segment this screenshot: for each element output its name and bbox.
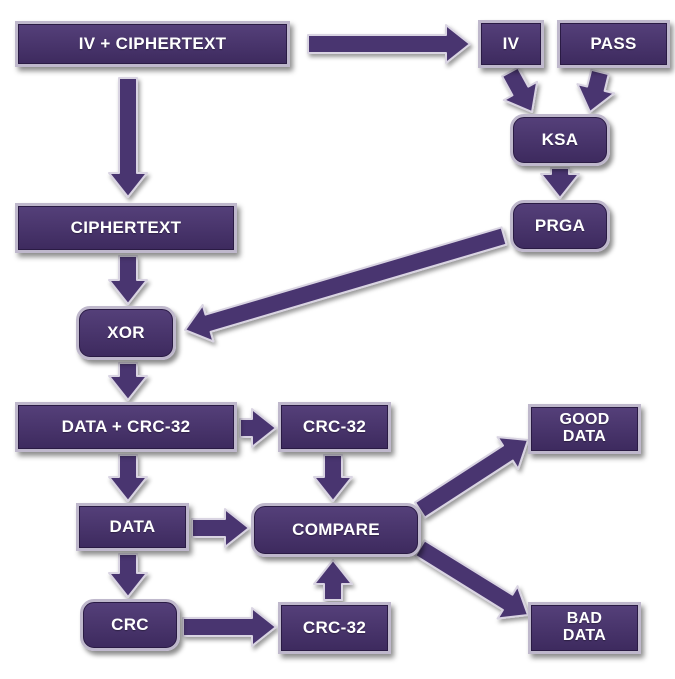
data-box: DATA	[76, 503, 189, 551]
arrow-data-to-crc	[108, 553, 148, 598]
compare-box: COMPARE	[251, 503, 421, 557]
arrow-datacrc-to-data	[108, 454, 148, 502]
pass-box: PASS	[557, 20, 670, 68]
arrow-crc-to-crc32	[182, 607, 277, 647]
arrow-prga-to-xor	[184, 226, 508, 343]
arrow-xor-to-datacrc	[108, 362, 148, 401]
arrow-compare-to-good	[414, 436, 529, 519]
iv-plus-ciphertext-box: IV + CIPHERTEXT	[15, 21, 290, 67]
arrow-crc32-to-compare	[313, 454, 353, 502]
data-plus-crc32-box: DATA + CRC-32	[15, 402, 237, 452]
arrow-ksa-to-prga	[540, 167, 580, 199]
crc32-top-box: CRC-32	[278, 402, 391, 452]
iv-box: IV	[478, 20, 544, 68]
bad-data-box: BAD DATA	[528, 602, 641, 654]
arrow-pass-to-ksa	[576, 68, 616, 113]
arrow-ciphertext-to-xor	[108, 255, 148, 305]
xor-box: XOR	[76, 306, 176, 360]
arrow-compare-to-bad	[414, 539, 529, 620]
ksa-box: KSA	[510, 114, 610, 166]
arrow-ivct-to-iv	[307, 24, 471, 64]
arrow-iv-to-ksa	[501, 66, 539, 113]
arrow-crc32-to-compare-up	[313, 559, 353, 601]
arrow-datacrc-to-crc32	[239, 408, 277, 448]
prga-box: PRGA	[510, 200, 610, 252]
arrow-ivct-to-ciphertext	[108, 77, 148, 198]
good-data-box: GOOD DATA	[528, 404, 641, 454]
arrow-data-to-compare	[191, 508, 250, 548]
ciphertext-box: CIPHERTEXT	[15, 203, 237, 253]
crc-box: CRC	[80, 599, 180, 651]
crc32-bottom-box: CRC-32	[278, 602, 391, 654]
